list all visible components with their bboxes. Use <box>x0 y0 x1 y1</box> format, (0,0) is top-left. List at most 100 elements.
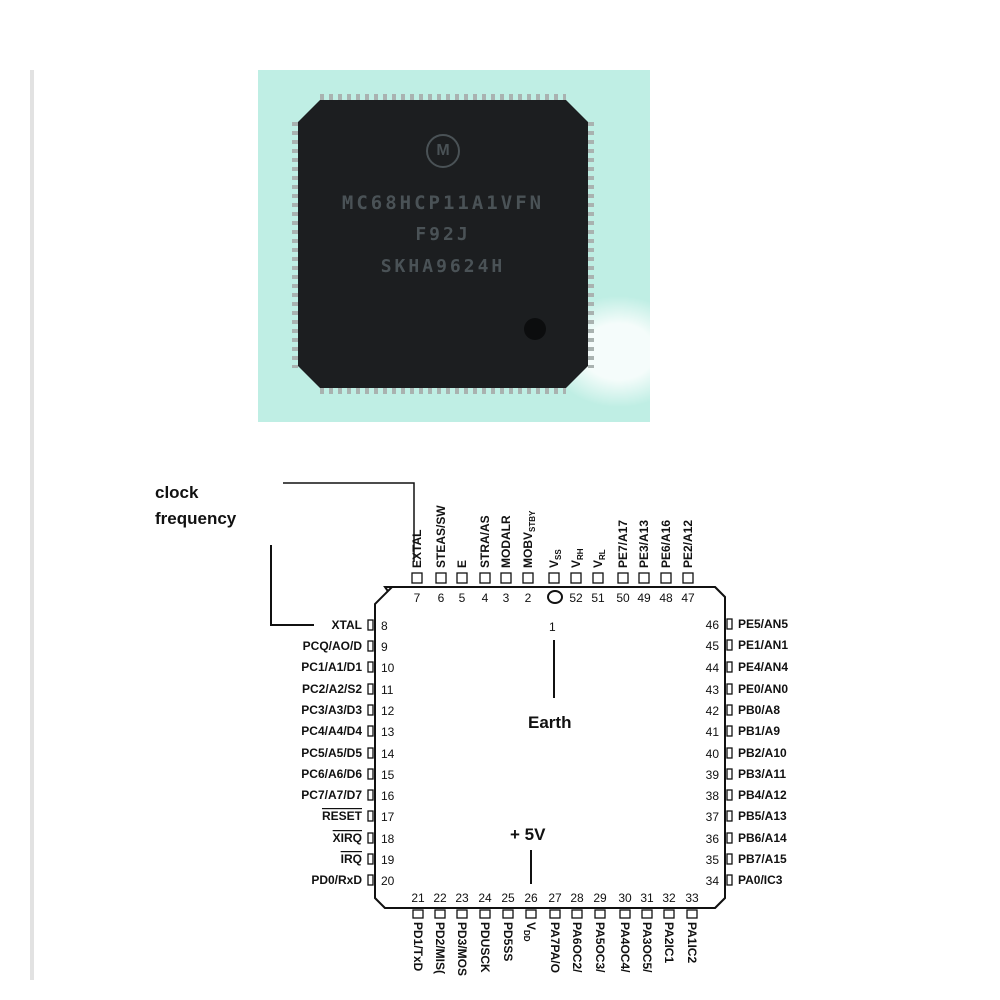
pin-number-4: 4 <box>482 591 489 605</box>
chip-photo: M MC68HCP11A1VFN F92J SKHA9624H <box>258 70 650 422</box>
pin-lead-top-3 <box>500 572 512 584</box>
pin-number-33: 33 <box>685 891 699 905</box>
pin-label-modalr: MODALR <box>499 515 513 568</box>
pin-lead-13 <box>367 725 374 737</box>
earth-label: Earth <box>528 713 571 732</box>
pin-label-xtal: XTAL <box>332 618 362 632</box>
pin-label-pb3-a11: PB3/A11 <box>738 767 786 781</box>
pin-lead-26 <box>525 909 537 919</box>
pin-number-6: 6 <box>438 591 445 605</box>
pin-lead-40 <box>726 747 733 759</box>
pin-number-20: 20 <box>381 874 395 888</box>
pin-lead-top-5 <box>456 572 468 584</box>
pin-label-pc6-a6-d6: PC6/A6/D6 <box>301 767 362 781</box>
pin-lead-35 <box>726 853 733 865</box>
pin-lead-34 <box>726 874 733 886</box>
pin-number-45: 45 <box>706 639 720 653</box>
pin-number-21: 21 <box>411 891 425 905</box>
pin-label-reset: RESET <box>322 809 363 823</box>
pin-label-pd3-mos: PD3/MOS <box>455 922 469 976</box>
right-pins: PE5/AN546PE1/AN145PE4/AN444PE0/AN043PB0/… <box>706 617 789 888</box>
pin-lead-28 <box>571 909 583 919</box>
pin-number-24: 24 <box>478 891 492 905</box>
pin-lead-17 <box>367 810 374 822</box>
pin-label-pd5ss: PD5SS <box>501 922 515 961</box>
clock-label-line2: frequency <box>155 509 237 528</box>
pin-number-48: 48 <box>659 591 673 605</box>
pin-label-pa5oc3: PA5OC3/ <box>593 922 607 973</box>
pin-lead-top-52 <box>570 572 582 584</box>
pin-label-mobvstby: MOBVSTBY <box>521 510 537 568</box>
pin-number-37: 37 <box>706 810 720 824</box>
pin-lead-top-51 <box>592 572 604 584</box>
pin-number-35: 35 <box>706 853 720 867</box>
pin-lead-23 <box>456 909 468 919</box>
page-left-border <box>30 70 34 980</box>
pin-label-vss: VSS <box>547 549 563 568</box>
pin-number-27: 27 <box>548 891 562 905</box>
pin-number-29: 29 <box>593 891 607 905</box>
pin-number-23: 23 <box>455 891 469 905</box>
pin-label-pe1-an1: PE1/AN1 <box>738 638 788 652</box>
pin-lead-37 <box>726 810 733 822</box>
pin-number-39: 39 <box>706 768 720 782</box>
pin-label-pd1-txd: PD1/TxD <box>411 922 425 972</box>
pin-lead-39 <box>726 768 733 780</box>
pin-label-pd2-mis: PD2/MIS( <box>433 922 447 974</box>
pin-label-vdd: VDD <box>522 922 538 942</box>
chip-body: M MC68HCP11A1VFN F92J SKHA9624H <box>298 100 588 388</box>
pin-label-pb7-a15: PB7/A15 <box>738 852 787 866</box>
pin-lead-10 <box>367 661 374 673</box>
chip-pins-left <box>292 122 298 368</box>
pin-lead-25 <box>502 909 514 919</box>
pin-label-pe0-an0: PE0/AN0 <box>738 682 788 696</box>
pin-lead-top-47 <box>682 572 694 584</box>
pin-label-pe6-a16: PE6/A16 <box>659 520 673 568</box>
pin-number-5: 5 <box>459 591 466 605</box>
pin-label-pa0-ic3: PA0/IC3 <box>738 873 783 887</box>
pin-number-22: 22 <box>433 891 447 905</box>
pin-lead-43 <box>726 683 733 695</box>
pin-number-12: 12 <box>381 704 395 718</box>
pin-lead-36 <box>726 832 733 844</box>
pin-number-51: 51 <box>591 591 605 605</box>
pin-label-pd0-rxd: PD0/RxD <box>311 873 362 887</box>
pin-lead-14 <box>367 747 374 759</box>
chip-date-code: F92J <box>415 224 471 245</box>
pin-number-38: 38 <box>706 789 720 803</box>
pin-lead-33 <box>686 909 698 919</box>
pin-number-18: 18 <box>381 832 395 846</box>
pin-number-50: 50 <box>616 591 630 605</box>
pin-label-pa3oc5: PA3OC5/ <box>640 922 654 973</box>
pin-number-46: 46 <box>706 618 720 632</box>
pin-number-32: 32 <box>662 891 676 905</box>
pin-label-pe4-an4: PE4/AN4 <box>738 660 788 674</box>
pin-label-e: E <box>455 560 469 568</box>
pin-lead-12 <box>367 704 374 716</box>
pin-number-11: 11 <box>381 683 394 697</box>
pin-label-pa6oc2: PA6OC2/ <box>570 922 584 973</box>
pin-lead-44 <box>726 661 733 673</box>
pin-number-26: 26 <box>524 891 538 905</box>
pin-number-30: 30 <box>618 891 632 905</box>
pin-lead-top-7 <box>411 572 423 584</box>
pin-lead-45 <box>726 639 733 651</box>
pin-number-28: 28 <box>570 891 584 905</box>
pin-lead-21 <box>412 909 424 919</box>
pin-lead-42 <box>726 704 733 716</box>
pin-number-40: 40 <box>706 747 720 761</box>
pin-lead-15 <box>367 768 374 780</box>
pin-label-pe2-a12: PE2/A12 <box>681 520 695 568</box>
xtal-leader-line <box>270 545 314 626</box>
pin-lead-38 <box>726 789 733 801</box>
pin-lead-top-48 <box>660 572 672 584</box>
pin-number-43: 43 <box>706 683 720 697</box>
pin-lead-46 <box>726 618 733 630</box>
pin-label-pa4oc4: PA4OC4/ <box>618 922 632 973</box>
pin-label-pdusck: PDUSCK <box>478 922 492 973</box>
pin-label-pc7-a7-d7: PC7/A7/D7 <box>301 788 362 802</box>
pin-number-16: 16 <box>381 789 395 803</box>
pin-lead-20 <box>367 874 374 886</box>
